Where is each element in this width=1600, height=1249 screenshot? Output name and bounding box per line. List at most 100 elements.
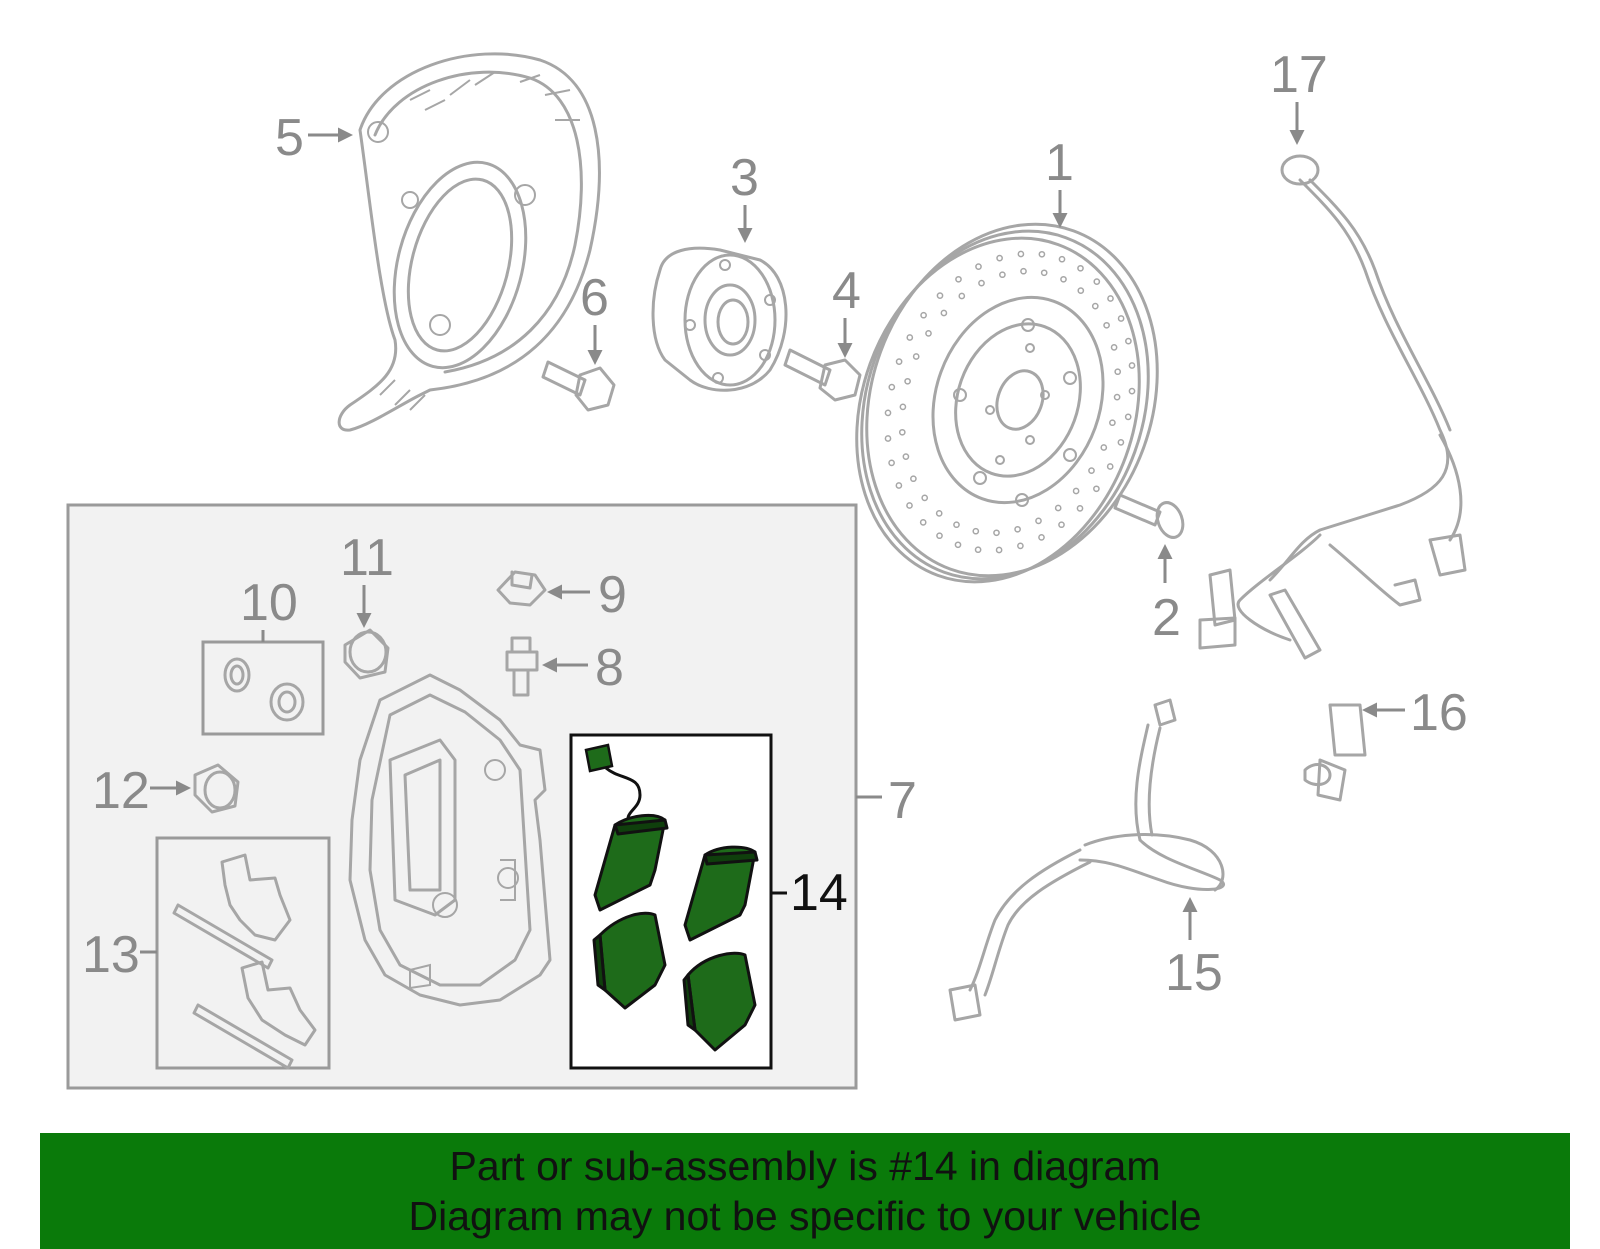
rotor-drill-hole — [1058, 521, 1065, 529]
rotor-drill-hole — [1014, 525, 1021, 533]
callout-label-11: 11 — [340, 529, 394, 587]
callout-1: 1 — [1045, 134, 1074, 228]
brake-pads-part-14 — [584, 743, 759, 1052]
rotor-drill-hole — [1054, 504, 1062, 512]
rotor-drill-hole — [902, 453, 910, 460]
callout-4: 4 — [832, 262, 861, 358]
rotor-drill-hole — [936, 532, 943, 540]
callout-9: 9 — [547, 566, 627, 624]
pad-wear-wire — [605, 766, 642, 826]
rotor-drill-hole — [906, 502, 913, 509]
rotor-drill-hole — [995, 546, 1003, 554]
rotor-drill-hole — [1113, 393, 1121, 401]
rotor-drill-hole — [1017, 250, 1025, 258]
callout-12: 12 — [92, 762, 191, 820]
rotor-drill-hole — [1040, 269, 1048, 277]
pad-top-right — [683, 845, 757, 942]
rotor-drill-hole — [910, 475, 917, 483]
bolt-part-4 — [783, 348, 862, 402]
sensor-wire-part-17 — [1198, 154, 1467, 660]
rotor-drill-hole — [1035, 517, 1042, 525]
rotor-drill-hole — [884, 435, 892, 442]
callout-5: 5 — [275, 109, 353, 167]
pad-bottom-left — [598, 911, 667, 1010]
rotor-drill-hole — [940, 309, 948, 317]
callout-3: 3 — [730, 149, 759, 243]
rotor-drill-hole — [1124, 413, 1132, 421]
rotor-drill-hole — [999, 271, 1006, 279]
bleeder-part-9 — [496, 570, 547, 607]
rotor-drill-hole — [1128, 362, 1136, 369]
cap-part-12 — [193, 763, 240, 814]
callout-13: 13 — [82, 926, 157, 984]
rotor-drill-hole — [1017, 542, 1024, 550]
rotor-drill-hole — [1109, 419, 1116, 427]
pad-bottom-left-edge — [592, 933, 607, 992]
pad-wear-connector — [584, 743, 614, 773]
rotor-drill-hole — [899, 403, 907, 411]
rotor-drill-hole — [904, 377, 911, 385]
callout-16: 16 — [1362, 684, 1468, 742]
rotor-drill-hole — [975, 263, 982, 270]
callout-17: 17 — [1270, 46, 1328, 145]
pad-top-left — [593, 813, 667, 912]
info-banner: Part or sub-assembly is #14 in diagram D… — [40, 1133, 1570, 1249]
callout-label-6: 6 — [580, 269, 609, 327]
callout-label-7: 7 — [888, 772, 917, 830]
brake-rotor-part-1 — [855, 222, 1159, 584]
rotor-drill-hole — [921, 494, 929, 502]
rotor-screw-part-2 — [1113, 493, 1185, 539]
callout-label-14: 14 — [790, 864, 848, 922]
rotor-drill-hole — [1091, 302, 1099, 310]
rotor-drill-hole — [1077, 287, 1085, 294]
callout-14: 14 — [771, 864, 848, 922]
rotor-drill-hole — [1114, 368, 1122, 376]
rotor-drill-hole — [1100, 444, 1108, 451]
rotor-drill-hole — [1110, 344, 1118, 351]
rotor-drill-hole — [895, 358, 903, 365]
rotor-drill-hole — [898, 428, 906, 436]
rotor-drill-hole — [1038, 250, 1046, 258]
callout-label-8: 8 — [595, 639, 624, 697]
pad-bottom-right-edge — [682, 973, 697, 1032]
rotor-drill-hole — [936, 292, 944, 299]
pad-top-right-edge — [703, 850, 759, 866]
callout-label-2: 2 — [1152, 589, 1181, 647]
rotor-drill-hole — [1093, 485, 1100, 493]
rotor-drill-hole — [888, 383, 896, 391]
banner-line-2: Diagram may not be specific to your vehi… — [408, 1193, 1202, 1239]
rotor-drill-hole — [955, 275, 962, 283]
callout-15: 15 — [1165, 897, 1223, 1002]
pad-bottom-right — [686, 951, 757, 1052]
rotor-drill-hole — [1072, 487, 1080, 495]
caliper-body — [348, 673, 552, 1007]
rotor-drill-hole — [1088, 467, 1095, 474]
rotor-drill-hole — [954, 541, 962, 549]
rotor-drill-hole — [1125, 337, 1132, 345]
rotor-drill-hole — [1038, 534, 1045, 541]
callout-10: 10 — [240, 574, 298, 642]
rotor-drill-hole — [925, 330, 932, 337]
rotor-drill-hole — [1093, 278, 1101, 285]
callout-label-10: 10 — [240, 574, 298, 632]
rotor-drill-hole — [1020, 267, 1027, 275]
rotor-drill-hole — [1106, 463, 1114, 470]
rotor-drill-hole — [1117, 315, 1125, 322]
rotor-drill-hole — [895, 482, 903, 489]
bolt-part-6 — [541, 360, 616, 412]
rotor-drill-hole — [1076, 505, 1084, 512]
callout-6: 6 — [580, 269, 609, 365]
rotor-drill-hole — [1058, 255, 1066, 263]
rotor-drill-hole — [993, 529, 1000, 537]
callout-label-5: 5 — [275, 109, 304, 167]
callout-label-9: 9 — [598, 566, 627, 624]
rotor-drill-hole — [978, 279, 985, 287]
rotor-drill-hole — [906, 334, 914, 341]
rotor-drill-hole — [1103, 321, 1110, 329]
abs-sensor-part-16 — [1303, 703, 1367, 802]
callout-11: 11 — [340, 529, 394, 628]
rotor-drill-hole — [1077, 264, 1084, 272]
callout-label-4: 4 — [832, 262, 861, 320]
callout-label-1: 1 — [1045, 134, 1074, 192]
bushing-part-11 — [343, 628, 390, 680]
